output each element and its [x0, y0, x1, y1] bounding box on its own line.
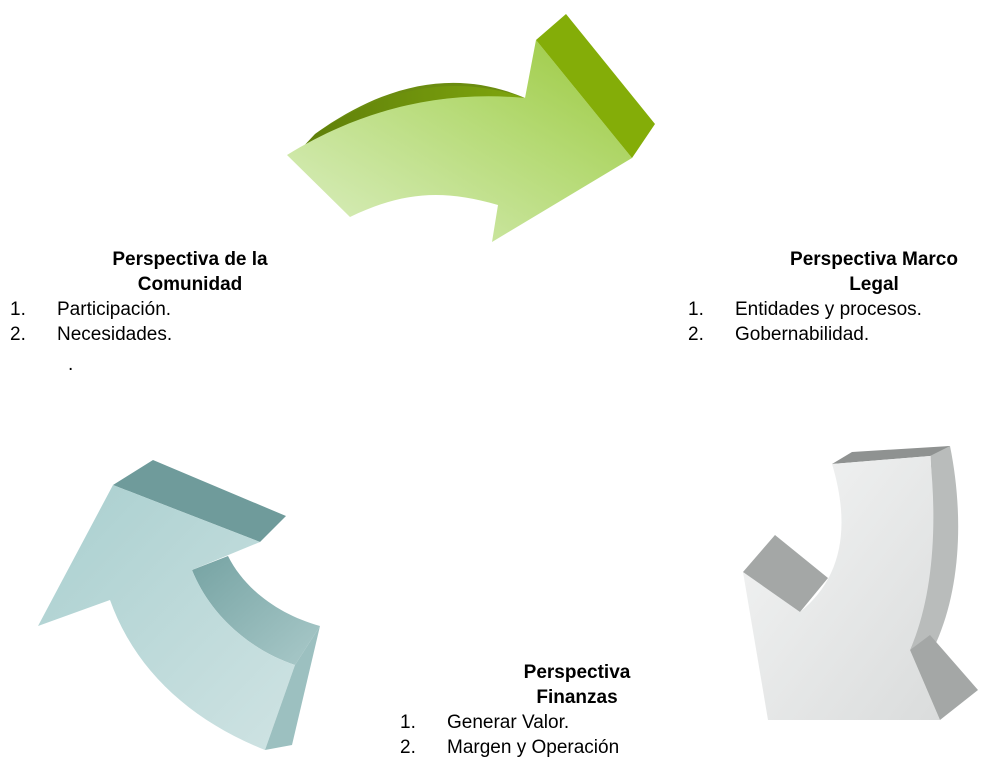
teal-arrow: [38, 460, 320, 750]
list-item-text: Participación.: [57, 299, 172, 320]
perspective-finanzas-title: Perspectiva Finanzas: [497, 660, 657, 710]
gray-arrow-right-wing: [910, 635, 978, 720]
perspective-marco-legal-title-line2: Legal: [849, 274, 899, 295]
perspective-finanzas: Perspectiva Finanzas 1. Generar Valor. 2…: [400, 660, 670, 760]
list-item-number: 1.: [400, 712, 416, 733]
list-item: 2. Gobernabilidad.: [688, 322, 988, 347]
list-item-number: 2.: [688, 324, 704, 345]
perspective-comunidad-title-line1: Perspectiva de la: [112, 249, 268, 270]
gray-arrow-body: [743, 456, 940, 720]
list-item: 2. Necesidades.: [10, 322, 280, 347]
list-item-number: 2.: [10, 324, 26, 345]
list-item-number: 2.: [400, 737, 416, 758]
green-arrow: [287, 14, 655, 242]
green-arrow-side: [300, 85, 530, 150]
list-item-text: Margen y Operación: [447, 737, 620, 758]
list-item-text: Generar Valor.: [447, 712, 570, 733]
gray-arrow-left-wing: [743, 535, 828, 612]
perspective-comunidad-title: Perspectiva de la Comunidad: [10, 247, 280, 297]
gray-arrow: [743, 446, 978, 720]
green-arrow-head-side: [536, 14, 655, 158]
gray-arrow-top: [832, 446, 950, 464]
teal-arrow-body: [38, 485, 295, 750]
list-item: 2. Margen y Operación: [400, 735, 670, 760]
perspective-comunidad-title-line2: Comunidad: [137, 274, 243, 295]
teal-arrow-edge: [265, 626, 320, 750]
perspective-finanzas-title-line1: Perspectiva: [523, 662, 631, 683]
list-item-text: Entidades y procesos.: [735, 299, 922, 320]
trailing-dot: .: [68, 354, 74, 375]
list-item-text: Gobernabilidad.: [735, 324, 870, 345]
perspective-comunidad: Perspectiva de la Comunidad 1. Participa…: [10, 247, 280, 347]
list-item-number: 1.: [688, 299, 704, 320]
list-item-number: 1.: [10, 299, 26, 320]
teal-arrow-top-face: [113, 460, 286, 542]
perspective-marco-legal: Perspectiva Marco Legal 1. Entidades y p…: [688, 247, 988, 347]
perspective-finanzas-title-line2: Finanzas: [536, 687, 618, 708]
teal-arrow-inner-face: [192, 556, 320, 665]
list-item-text: Necesidades.: [57, 324, 173, 345]
list-item: 1. Entidades y procesos.: [688, 297, 988, 322]
gray-arrow-side: [910, 446, 959, 655]
green-arrow-body: [287, 40, 632, 242]
list-item: 1. Generar Valor.: [400, 710, 670, 735]
list-item: 1. Participación.: [10, 297, 280, 322]
perspective-marco-legal-title-line1: Perspectiva Marco: [790, 249, 958, 270]
perspective-marco-legal-title: Perspectiva Marco Legal: [766, 247, 982, 297]
